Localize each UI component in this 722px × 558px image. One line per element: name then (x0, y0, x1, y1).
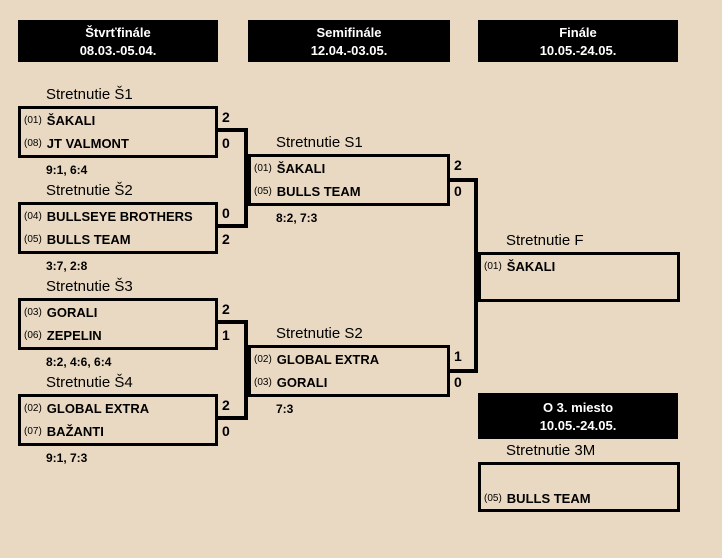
match-box: (04) BULLSEYE BROTHERS (05) BULLS TEAM (18, 202, 218, 254)
round-dates: 10.05.-24.05. (539, 42, 617, 58)
team-seed: (08) (24, 138, 42, 149)
team-seed: (05) (254, 186, 272, 197)
team-row: (06) ZEPELIN (21, 324, 215, 347)
team-seed: (01) (24, 115, 42, 126)
bracket-connector (450, 369, 478, 373)
match-score-top: 2 (222, 109, 230, 125)
team-seed: (03) (254, 377, 272, 388)
game-scores: 8:2, 4:6, 6:4 (46, 355, 112, 369)
match-score-top: 1 (454, 348, 462, 364)
match-title: Stretnutie Š3 (46, 278, 133, 295)
team-row: (03) GORALI (21, 301, 215, 324)
team-row: (07) BAŽANTI (21, 420, 215, 443)
round-header-semifinals: Semifinále 12.04.-03.05. (248, 20, 450, 62)
match-box: (01) ŠAKALI (478, 252, 680, 302)
match-box: (01) ŠAKALI (08) JT VALMONT (18, 106, 218, 158)
match-score-top: 0 (222, 205, 230, 221)
team-name: GLOBAL EXTRA (276, 352, 380, 367)
match-title: Stretnutie 3M (506, 442, 596, 459)
game-scores: 8:2, 7:3 (276, 211, 318, 225)
game-scores: 9:1, 6:4 (46, 163, 88, 177)
team-seed: (06) (24, 330, 42, 341)
team-name: ŠAKALI (506, 258, 556, 274)
team-row: (01) ŠAKALI (21, 109, 215, 132)
match-score-bottom: 0 (222, 135, 230, 151)
match-box: (02) GLOBAL EXTRA (03) GORALI (248, 345, 450, 397)
team-seed: (02) (24, 403, 42, 414)
match-title: Stretnutie Š2 (46, 182, 133, 199)
team-name: GLOBAL EXTRA (46, 401, 150, 416)
team-seed: (05) (484, 492, 502, 504)
team-row: (05) BULLS TEAM (481, 487, 677, 509)
team-name: JT VALMONT (46, 136, 129, 151)
match-score-bottom: 0 (454, 183, 462, 199)
team-row: (03) GORALI (251, 371, 447, 394)
match-title: Stretnutie S2 (276, 325, 363, 342)
team-row: (02) GLOBAL EXTRA (251, 348, 447, 371)
team-row: (08) JT VALMONT (21, 132, 215, 155)
round-header-quarterfinals: Štvrťfinále 08.03.-05.04. (18, 20, 218, 62)
round-dates: 10.05.-24.05. (539, 417, 617, 433)
round-dates: 12.04.-03.05. (310, 42, 388, 58)
bracket-connector (218, 128, 248, 132)
team-name: BULLS TEAM (506, 490, 591, 506)
match-title: Stretnutie Š4 (46, 374, 133, 391)
match-title: Stretnutie Š1 (46, 86, 133, 103)
team-row: (05) BULLS TEAM (21, 228, 215, 251)
team-row: (04) BULLSEYE BROTHERS (21, 205, 215, 228)
team-row: (05) BULLS TEAM (251, 180, 447, 203)
game-scores: 9:1, 7:3 (46, 451, 88, 465)
team-name: BULLS TEAM (46, 232, 131, 247)
match-score-bottom: 0 (454, 374, 462, 390)
team-seed: (03) (24, 307, 42, 318)
match-score-top: 2 (222, 397, 230, 413)
team-name: GORALI (46, 305, 98, 320)
match-score-top: 2 (454, 157, 462, 173)
bracket-connector (218, 224, 248, 228)
match-score-bottom: 2 (222, 231, 230, 247)
match-score-bottom: 1 (222, 327, 230, 343)
team-name: GORALI (276, 375, 328, 390)
round-dates: 08.03.-05.04. (79, 42, 157, 58)
round-title: Finále (559, 24, 597, 40)
team-row: (02) GLOBAL EXTRA (21, 397, 215, 420)
team-seed: (01) (254, 163, 272, 174)
match-title: Stretnutie F (506, 232, 584, 249)
team-name: BULLSEYE BROTHERS (46, 209, 193, 224)
round-header-final: Finále 10.05.-24.05. (478, 20, 678, 62)
round-title: Semifinále (316, 24, 382, 40)
team-row (481, 465, 677, 487)
bracket-connector (218, 320, 248, 324)
round-header-third-place: O 3. miesto 10.05.-24.05. (478, 393, 678, 439)
team-seed: (05) (24, 234, 42, 245)
match-box: (03) GORALI (06) ZEPELIN (18, 298, 218, 350)
team-name: ŠAKALI (276, 161, 326, 176)
match-box: (02) GLOBAL EXTRA (07) BAŽANTI (18, 394, 218, 446)
round-title: Štvrťfinále (85, 24, 151, 40)
team-name: BULLS TEAM (276, 184, 361, 199)
match-box: (05) BULLS TEAM (478, 462, 680, 512)
team-seed: (07) (24, 426, 42, 437)
team-name: BAŽANTI (46, 424, 104, 439)
game-scores: 3:7, 2:8 (46, 259, 88, 273)
team-seed: (01) (484, 260, 502, 272)
match-score-top: 2 (222, 301, 230, 317)
team-row: (01) ŠAKALI (481, 255, 677, 277)
round-title: O 3. miesto (542, 399, 614, 415)
team-name: ŠAKALI (46, 113, 96, 128)
team-seed: (04) (24, 211, 42, 222)
match-title: Stretnutie S1 (276, 134, 363, 151)
bracket-connector (474, 178, 478, 373)
bracket-connector (244, 128, 248, 228)
team-row (481, 277, 677, 299)
bracket-connector (450, 178, 478, 182)
game-scores: 7:3 (276, 402, 294, 416)
team-seed: (02) (254, 354, 272, 365)
bracket-connector (218, 416, 248, 420)
bracket-connector (244, 320, 248, 420)
match-box: (01) ŠAKALI (05) BULLS TEAM (248, 154, 450, 206)
team-row: (01) ŠAKALI (251, 157, 447, 180)
match-score-bottom: 0 (222, 423, 230, 439)
team-name: ZEPELIN (46, 328, 102, 343)
